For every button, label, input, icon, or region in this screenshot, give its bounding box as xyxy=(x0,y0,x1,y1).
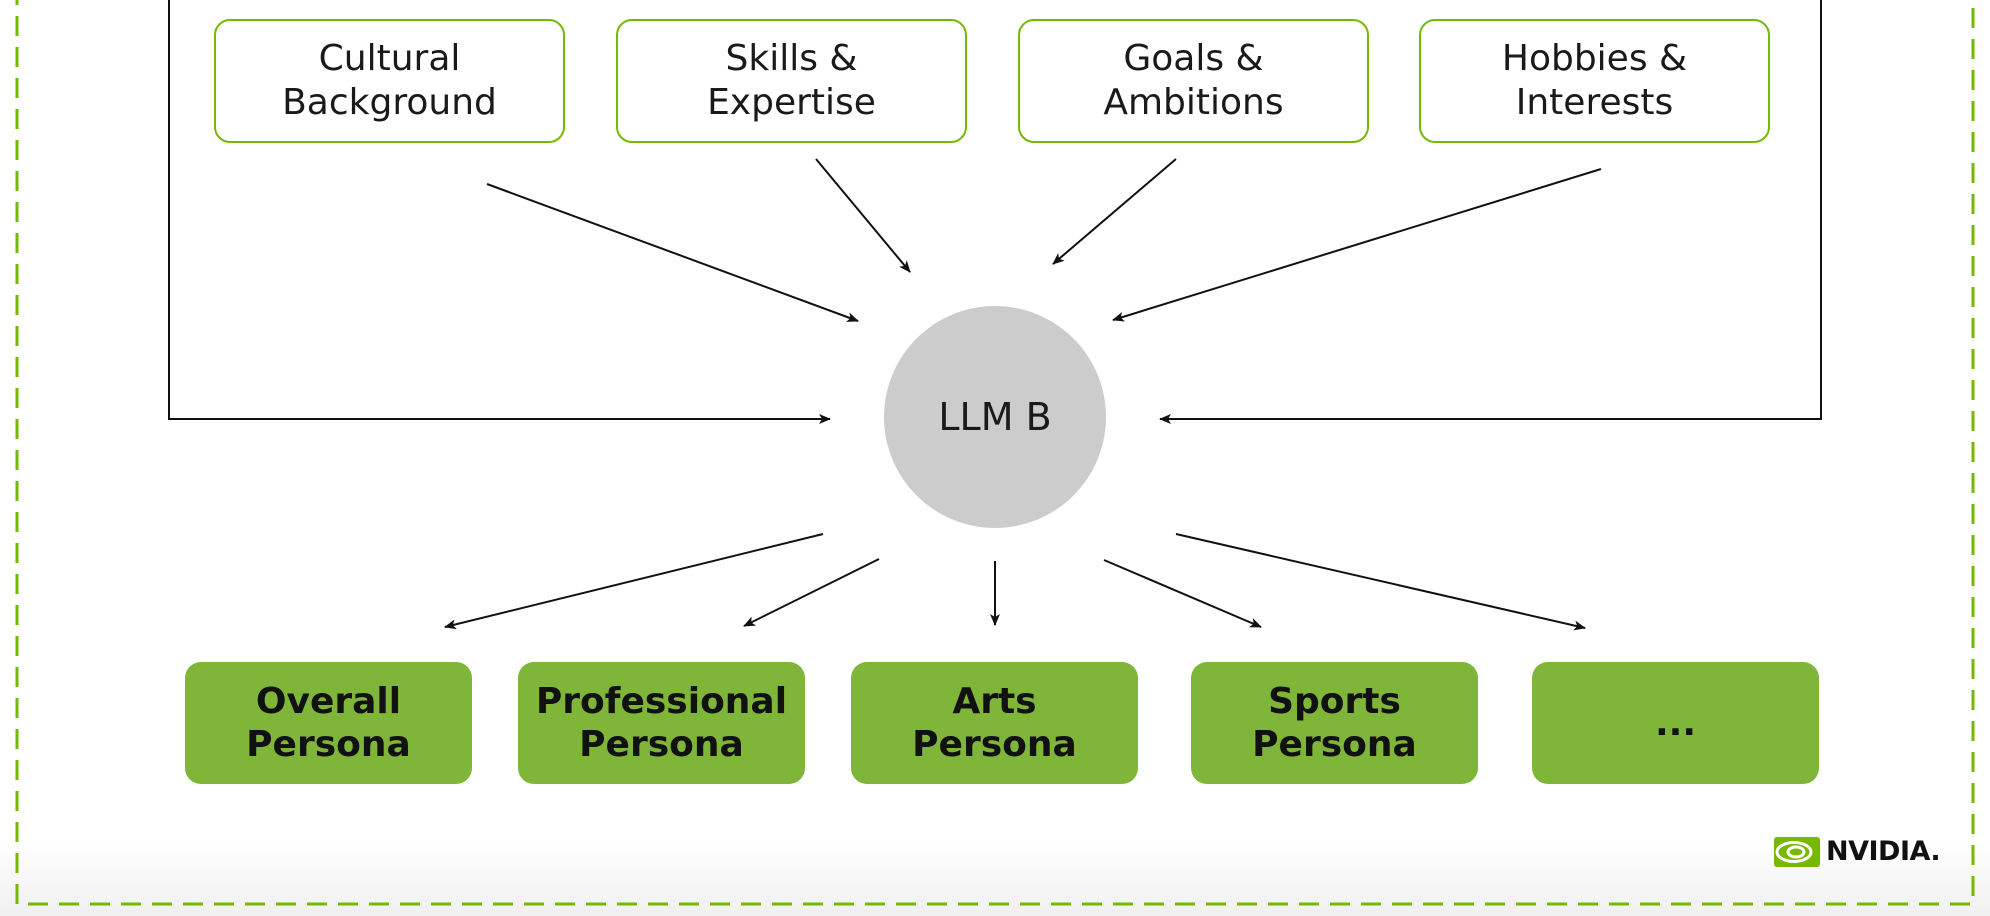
output-node-overall-persona: Overall Persona xyxy=(185,662,472,784)
left-bracket-arrow xyxy=(168,0,831,424)
output-node-label: Professional Persona xyxy=(535,681,788,765)
input-node-goals-ambitions: Goals & Ambitions xyxy=(1018,19,1369,143)
input-node-label: Skills & Expertise xyxy=(707,38,876,123)
outer-dashed-frame xyxy=(15,0,1975,906)
edge-llm-to-professional xyxy=(743,558,880,627)
output-node-label: Sports Persona xyxy=(1252,681,1417,765)
input-node-label: Cultural Background xyxy=(282,38,497,123)
input-node-skills-expertise: Skills & Expertise xyxy=(616,19,967,143)
edge-llm-to-sports xyxy=(1103,559,1262,628)
input-node-label: Goals & Ambitions xyxy=(1103,38,1284,123)
nvidia-logo-text: NVIDIA. xyxy=(1826,836,1941,867)
output-node-more: ... xyxy=(1532,662,1819,784)
llm-center-node: LLM B xyxy=(884,306,1106,528)
input-node-cultural-background: Cultural Background xyxy=(214,19,565,143)
nvidia-logo: NVIDIA. xyxy=(1774,836,1941,867)
input-node-hobbies-interests: Hobbies & Interests xyxy=(1419,19,1770,143)
output-node-label: ... xyxy=(1654,702,1697,744)
edge-hobbies-to-llm xyxy=(1112,168,1602,322)
output-node-arts-persona: Arts Persona xyxy=(851,662,1138,784)
right-bracket-arrow xyxy=(1159,0,1822,424)
edge-llm-to-overall xyxy=(444,533,824,630)
output-node-sports-persona: Sports Persona xyxy=(1191,662,1478,784)
edge-goals-to-llm xyxy=(1052,158,1177,265)
nvidia-eye-icon xyxy=(1774,836,1820,867)
output-node-label: Overall Persona xyxy=(246,681,411,765)
edge-skills-to-llm xyxy=(815,158,911,273)
edge-cultural-to-llm xyxy=(486,183,859,322)
llm-center-label: LLM B xyxy=(938,395,1052,439)
input-node-label: Hobbies & Interests xyxy=(1501,38,1688,123)
output-node-professional-persona: Professional Persona xyxy=(518,662,805,784)
output-node-label: Arts Persona xyxy=(912,681,1077,765)
edge-llm-to-more xyxy=(1175,533,1586,631)
